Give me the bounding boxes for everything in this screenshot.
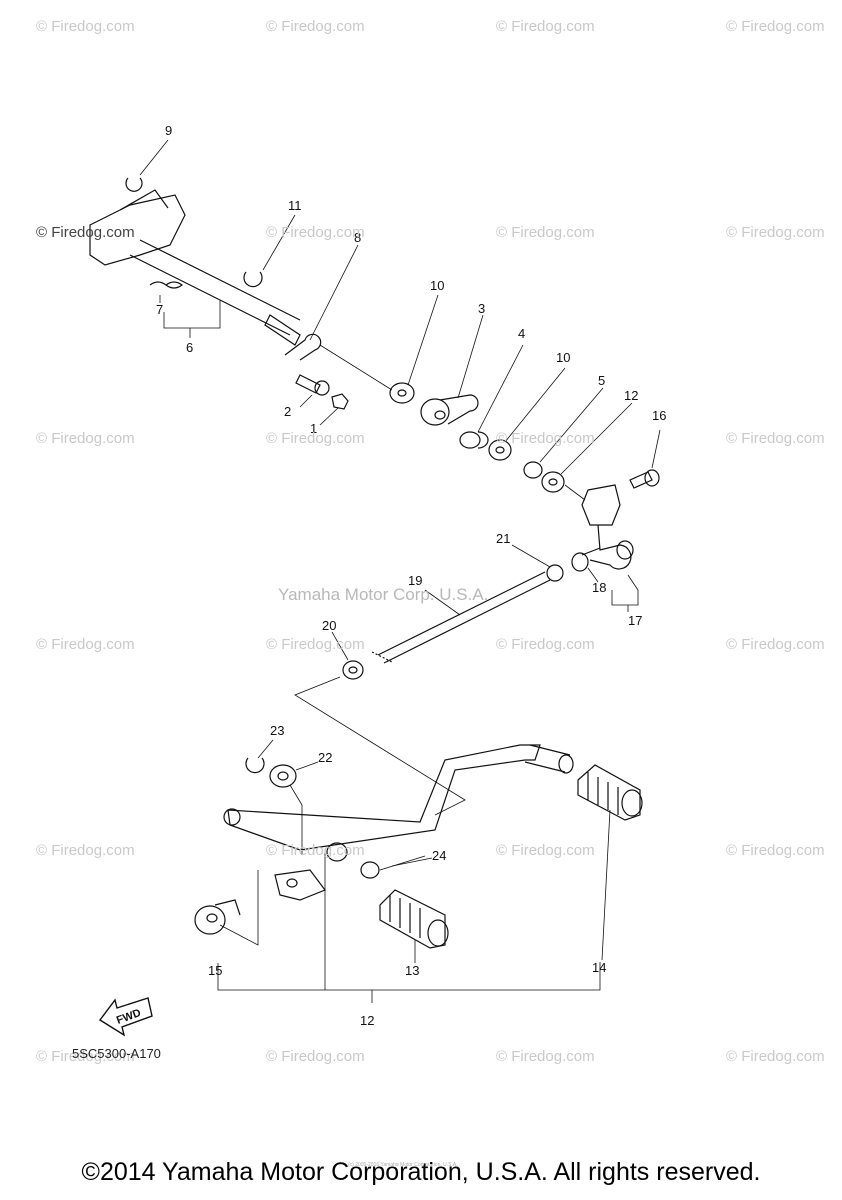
watermark: © Firedog.com [36,224,135,241]
fwd-arrow-icon [98,997,153,1037]
shift-rod-part-20[interactable] [371,571,551,664]
watermark: © Firedog.com [36,636,135,653]
callout-16: 15 [208,963,222,978]
torsion-spring-part-8[interactable] [284,333,322,361]
nut-part-1[interactable] [331,393,349,410]
callout-21: 20 [322,618,336,633]
callout-5: 5 [598,373,605,388]
callout-15: 14 [592,960,606,975]
bolt-part-17[interactable] [629,469,660,489]
washer-part-11[interactable] [541,471,565,493]
callout-1: 1 [310,421,317,436]
watermark: © Firedog.com [36,842,135,859]
callout-20: 19 [408,573,422,588]
callout-7: 7 [156,302,163,317]
circlip-part-12[interactable] [243,271,263,288]
callout-22: 21 [496,531,510,546]
watermark: © Firedog.com [726,18,825,35]
spring-part-4[interactable] [459,431,489,449]
washer-part-23[interactable] [269,764,297,788]
washer-part-10b[interactable] [488,439,512,461]
spring-part-7[interactable] [149,281,184,289]
callout-13: 12 [360,1013,374,1028]
watermark: © Firedog.com [726,430,825,447]
shift-arm-part-18[interactable] [581,484,634,570]
bolt-part-2[interactable] [295,374,330,396]
watermark: © Firedog.com [266,842,365,859]
circlip-part-24[interactable] [245,757,265,774]
watermark: © Firedog.com [496,224,595,241]
joint-part-lower[interactable] [274,869,326,901]
center-watermark: Yamaha Motor Corp. U.S.A. [278,585,489,604]
callout-2: 2 [284,404,291,419]
watermark: © Firedog.com [496,18,595,35]
nut-part-22[interactable] [546,564,564,582]
watermark: © Firedog.com [266,1048,365,1065]
shift-pedal-part-13[interactable] [223,744,574,851]
callout-24: 23 [270,723,284,738]
pedal-rubber-part-15[interactable] [577,764,643,821]
watermark: © Firedog.com [496,842,595,859]
callout-10b: 10 [556,350,570,365]
callout-25: 24 [432,848,446,863]
circlip-part-9[interactable] [125,177,143,192]
watermark: © Firedog.com [266,224,365,241]
callout-6: 6 [186,340,193,355]
watermark: © Firedog.com [266,636,365,653]
callout-3: 3 [478,301,485,316]
watermark: © Firedog.com [726,224,825,241]
watermark: © Firedog.com [496,1048,595,1065]
callout-18: 17 [628,613,642,628]
callout-14: 13 [405,963,419,978]
callout-12: 11 [288,198,302,213]
collar-part-5[interactable] [523,461,543,479]
pedal-rubber-part-14[interactable] [379,889,449,949]
callout-10a: 10 [430,278,444,293]
joint-part-19[interactable] [571,547,601,572]
callout-19: 18 [592,580,606,595]
callout-8: 8 [354,230,361,245]
watermark: © Firedog.com [266,18,365,35]
watermark: © Firedog.com [726,842,825,859]
watermark: © Firedog.com [36,430,135,447]
watermark: © Firedog.com [726,636,825,653]
watermark: © Firedog.com [266,430,365,447]
watermark: © Firedog.com [36,1048,135,1065]
callout-4: 4 [518,326,525,341]
seal-part-25[interactable] [360,861,380,879]
shift-arm-part-3[interactable] [420,394,479,426]
callout-9: 9 [165,123,172,138]
callout-11: 12 [624,388,638,403]
watermark: © Firedog.com [726,1048,825,1065]
watermark: © Firedog.com [496,636,595,653]
nut-part-21[interactable] [342,660,364,680]
watermark: © Firedog.com [496,430,595,447]
diagram-code: 5SC5300-A170 [72,1046,161,1061]
rod-end-part-16[interactable] [194,899,241,935]
watermark: © Firedog.com [36,18,135,35]
washer-part-10a[interactable] [389,382,415,404]
callout-17: 16 [652,408,666,423]
copyright-footer: ©2014 Yamaha Motor Corporation, U.S.A. A… [81,1158,761,1186]
callout-23: 22 [318,750,332,765]
shift-shaft-part[interactable] [89,189,301,346]
footer-small-print: (c) 2005-2016 Yamaha Motor Corporation, … [348,1162,458,1168]
